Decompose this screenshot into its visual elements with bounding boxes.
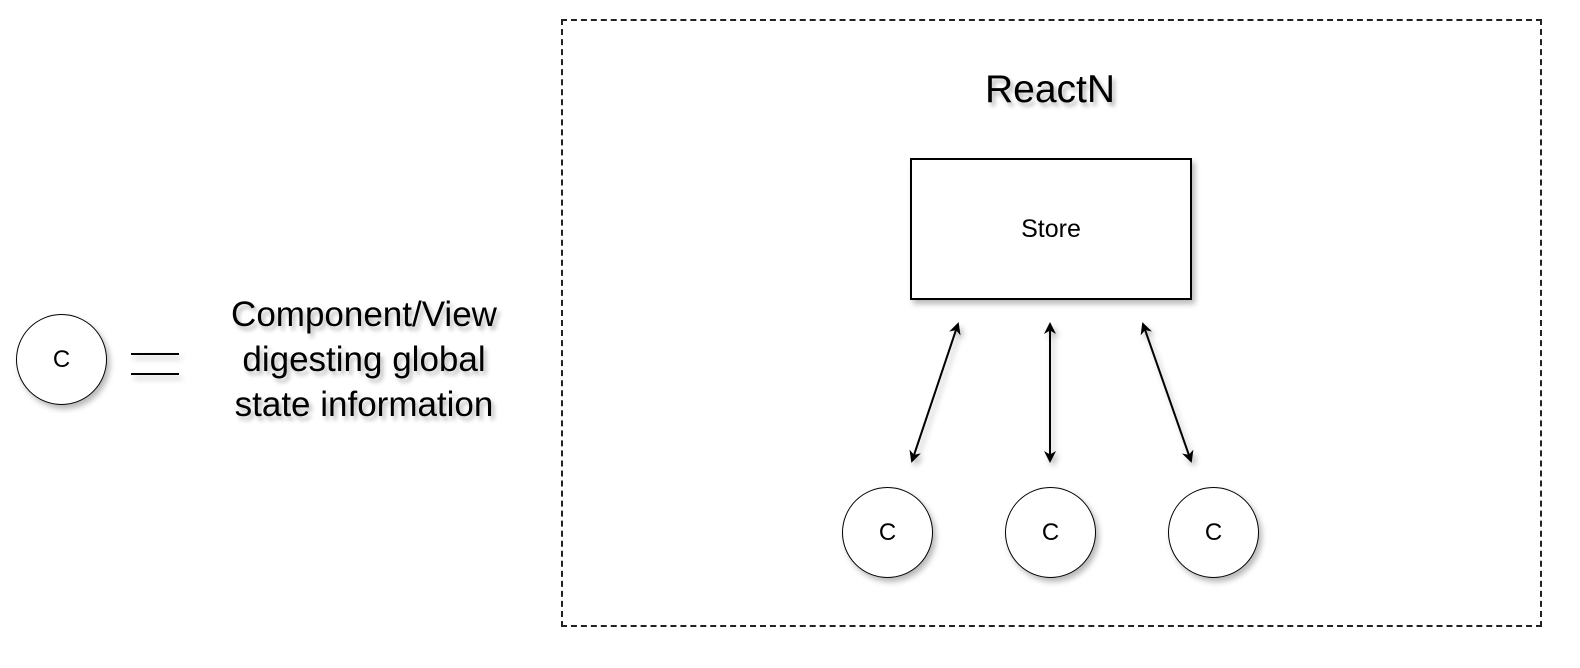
- consumer-component-circle: C: [1005, 487, 1096, 578]
- legend-description-line: Component/View: [231, 295, 497, 334]
- legend-description-line: digesting global: [242, 340, 486, 379]
- legend-component-label: C: [52, 345, 71, 373]
- consumer-component-label: C: [878, 518, 897, 546]
- reactn-boundary: [561, 19, 1542, 627]
- legend-description: Component/View digesting global state in…: [205, 292, 523, 427]
- consumer-component-label: C: [1204, 518, 1223, 546]
- diagram-title: ReactN: [984, 68, 1116, 111]
- legend-description-line: state information: [234, 385, 494, 424]
- store-node: Store: [910, 158, 1192, 300]
- consumer-component-label: C: [1041, 518, 1060, 546]
- store-label: Store: [1021, 214, 1081, 243]
- legend-component-circle: C: [16, 314, 107, 405]
- equals-icon: [131, 353, 179, 375]
- consumer-component-circle: C: [1168, 487, 1259, 578]
- consumer-component-circle: C: [842, 487, 933, 578]
